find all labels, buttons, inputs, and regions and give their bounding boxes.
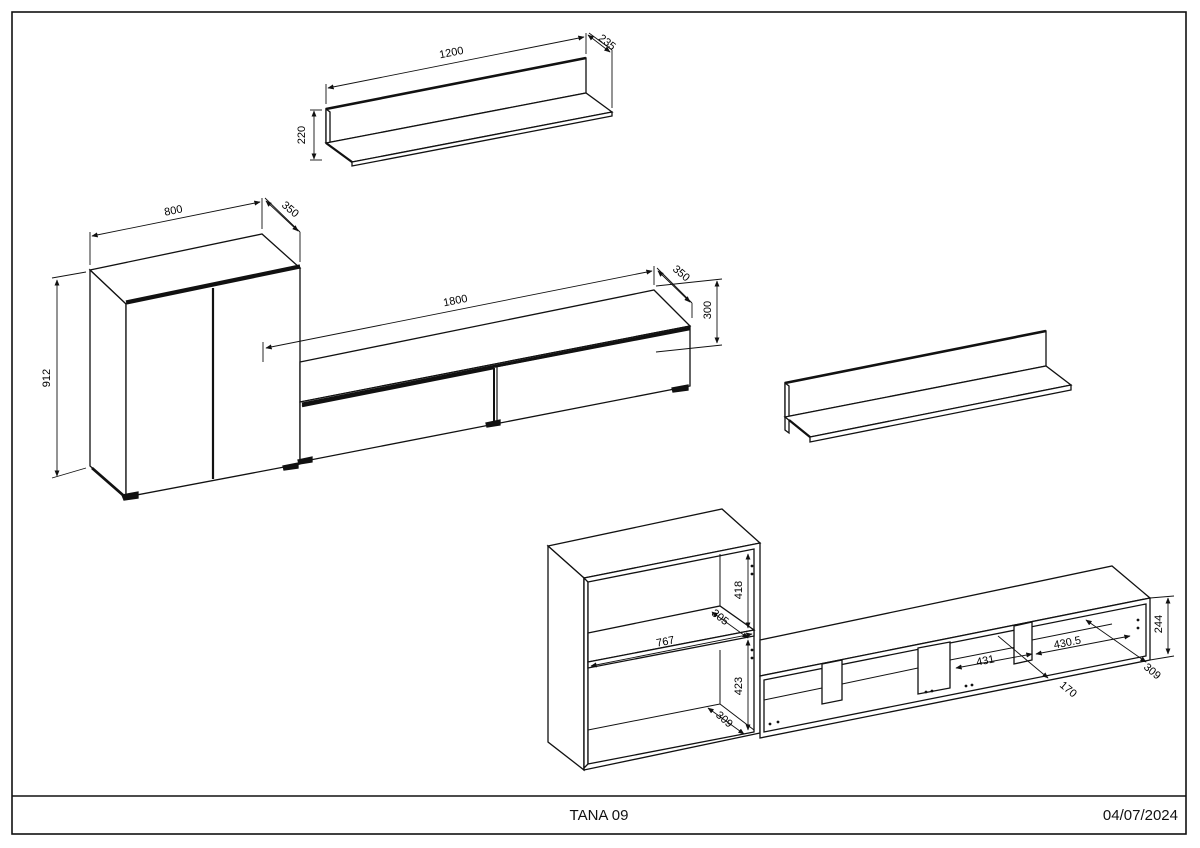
title-block: TANA 09 04/07/2024 — [12, 796, 1186, 834]
open-cabinet — [546, 508, 762, 772]
upper-shelf-depth-label: 235 — [596, 32, 618, 53]
open-cabinet-upper-height-label: 418 — [733, 581, 745, 599]
cabinet-depth-label: 350 — [279, 199, 301, 220]
cabinet-dimension-lines — [51, 197, 301, 479]
tall-cabinet — [88, 233, 302, 501]
open-tv-unit-height-label: 244 — [1153, 615, 1165, 633]
tv-unit — [297, 289, 692, 465]
open-tv-unit — [759, 565, 1152, 739]
drawing-date: 04/07/2024 — [1102, 806, 1178, 824]
sheet-border — [11, 11, 1187, 835]
cabinet-height-label: 912 — [41, 369, 53, 387]
drawing-title: TANA 09 — [569, 806, 629, 824]
open-tv-unit-pin-holes — [768, 618, 1140, 726]
tv-unit-width-label: 1800 — [442, 293, 468, 309]
upper-shelf-dimension-lines — [310, 32, 613, 161]
open-tv-unit-divider-depth-label: 170 — [1057, 679, 1079, 700]
upper-shelf-height-label: 220 — [296, 126, 308, 144]
open-tv-unit-dimension-lines — [955, 595, 1175, 679]
right-wall-shelf — [783, 329, 1073, 443]
open-cabinet-lower-height-label: 423 — [733, 677, 745, 695]
open-tv-unit-mid-compartment-label: 431 — [975, 653, 995, 668]
open-cabinet-pin-holes — [750, 564, 754, 660]
upper-wall-shelf — [324, 56, 614, 167]
tv-unit-height-label: 300 — [702, 301, 714, 319]
open-cabinet-dimension-lines — [590, 553, 753, 735]
open-tv-unit-depth-label: 309 — [1141, 661, 1163, 682]
open-cabinet-width-label: 767 — [655, 634, 675, 649]
upper-shelf-width-label: 1200 — [438, 45, 464, 61]
tv-unit-dimension-lines — [262, 266, 723, 362]
open-tv-unit-right-compartment-label: 430.5 — [1053, 635, 1082, 652]
tv-unit-depth-label: 350 — [670, 263, 692, 284]
cabinet-width-label: 800 — [163, 203, 183, 218]
